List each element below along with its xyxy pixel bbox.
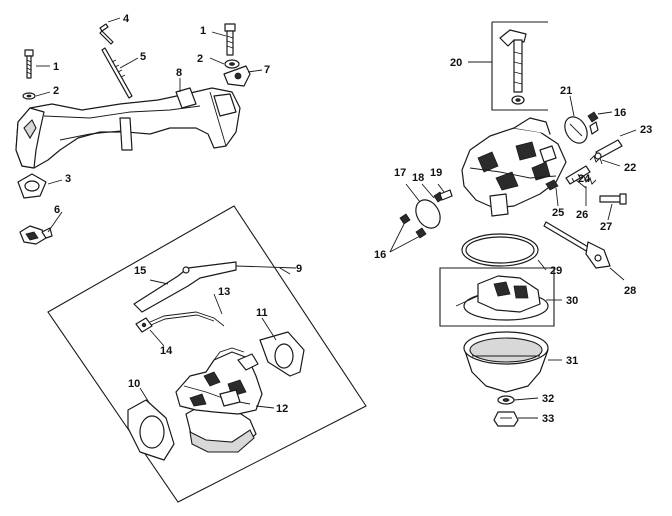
callout-1-left: 1 [53,61,59,73]
carburetor-assembly-part-12 [175,347,263,453]
callout-27: 27 [600,221,612,233]
gasket-part-11 [259,331,305,377]
rod-part-5 [101,47,133,99]
spring-part-26 [579,175,597,185]
gasket-part-10 [127,399,175,461]
throttle-shaft-part-20 [499,29,527,105]
callout-17: 17 [394,167,406,179]
callout-29: 29 [550,265,562,277]
right-leader-lines [389,61,637,419]
callout-31: 31 [566,355,578,367]
callout-10: 10 [128,378,140,390]
callout-26: 26 [576,209,588,221]
callout-33: 33 [542,413,554,425]
callout-1-right: 1 [200,25,206,37]
fitting-part-6 [19,225,53,245]
callout-4: 4 [123,13,130,25]
gasket-ring-part-29 [461,233,539,267]
float-part-30 [455,275,549,321]
link-wire-part-13 [149,311,225,327]
callout-12: 12 [276,403,288,415]
callout-22: 22 [624,162,636,174]
callout-2-right: 2 [197,53,203,65]
float-bowl-part-31 [463,331,549,393]
throttle-plate-part-21 [564,116,588,144]
choke-plate-part-17 [415,199,441,229]
callout-7: 7 [264,64,270,76]
callout-13: 13 [218,286,230,298]
callout-9: 9 [296,263,302,275]
callout-24: 24 [578,173,591,185]
screw-part-16-bottom [399,213,427,239]
callout-16-bottom: 16 [374,249,386,261]
lever-part-15 [133,261,237,313]
screw-part-16-top [587,111,599,135]
callout-28: 28 [624,285,636,297]
gasket-part-3 [17,173,47,199]
callout-18: 18 [412,172,424,184]
plug-part-25 [545,179,559,191]
carburetor-kit-frame-9 [47,205,367,503]
callout-30: 30 [566,295,578,307]
carburetor-body [461,117,567,217]
clip-part-14 [135,317,153,333]
callout-15: 15 [134,265,146,277]
bolt-part-1-left [24,49,34,79]
callout-numbers: 1 2 4 5 8 1 2 7 3 6 9 15 13 14 11 10 12 … [53,13,652,425]
frame-part-20 [491,21,548,111]
callout-16-top: 16 [614,107,626,119]
callout-25: 25 [552,207,564,219]
callout-14: 14 [160,345,173,357]
idle-screw-part-24 [565,165,591,185]
washer-part-32 [497,395,515,405]
callout-23: 23 [640,124,652,136]
callout-8: 8 [176,67,182,79]
callout-2-left: 2 [53,85,59,97]
washer-part-2-right [224,59,240,69]
bracket-part-7 [223,65,251,87]
bolt-part-4 [99,23,114,45]
float-frame-30 [439,267,555,327]
intake-manifold-part-8 [15,87,241,169]
washer-part-2-left [22,92,36,100]
callout-20: 20 [450,57,462,69]
bolt-part-1-right [224,23,236,56]
needle-valve-part-23 [594,139,623,160]
callout-11: 11 [256,307,268,319]
callout-19: 19 [430,167,442,179]
callout-3: 3 [65,173,71,185]
screw-part-27 [599,193,627,205]
spring-part-22 [589,155,603,165]
callout-6: 6 [54,204,60,216]
bowl-nut-part-33 [493,411,519,427]
callout-32: 32 [542,393,554,405]
callout-21: 21 [560,85,572,97]
left-leader-lines [35,17,297,409]
float-shaft-part-28 [543,221,611,269]
clip-part-19 [439,189,453,201]
callout-5: 5 [140,51,146,63]
